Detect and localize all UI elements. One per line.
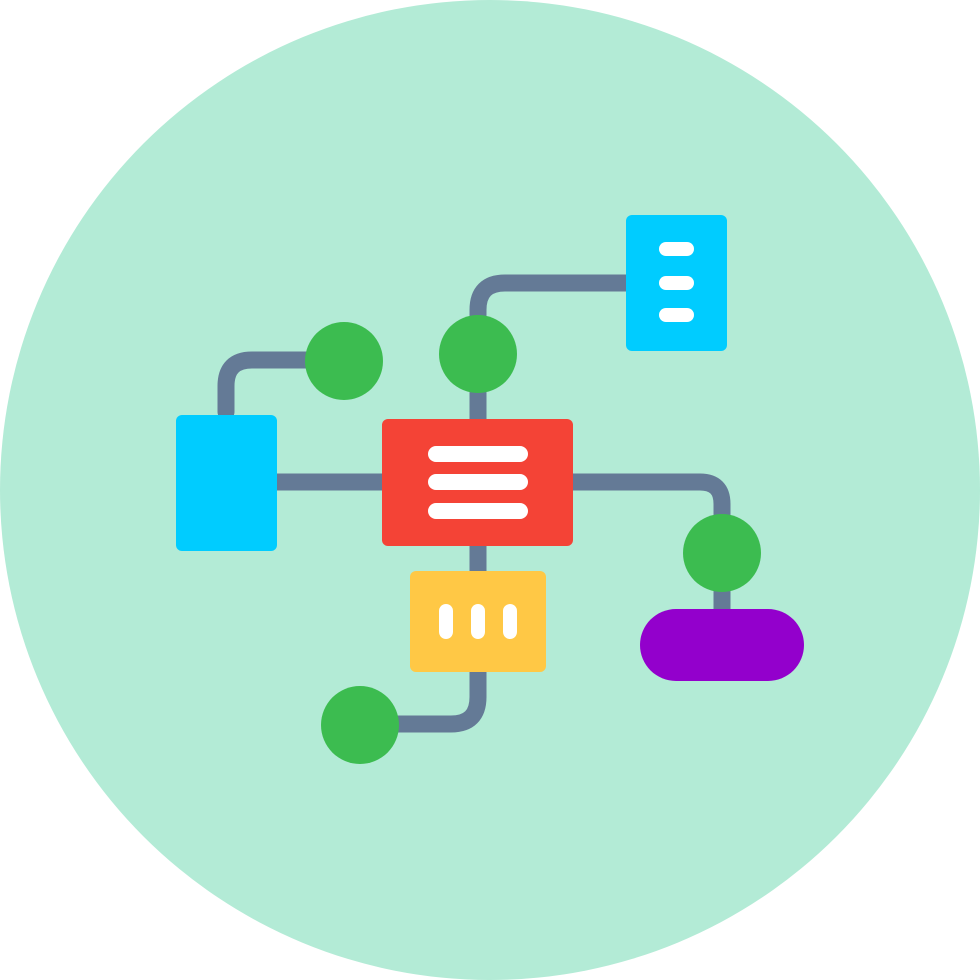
document-line	[659, 242, 694, 256]
connection-node	[683, 514, 761, 592]
document-line	[659, 308, 694, 322]
left-block	[176, 415, 277, 551]
connection-node	[321, 686, 399, 764]
connection-node	[439, 315, 517, 393]
terminal-pill	[640, 609, 804, 681]
sub-block-bar	[439, 604, 453, 639]
main-block-line	[428, 474, 528, 490]
bottom-sub-block	[410, 571, 546, 672]
connector-main-to-top-right	[469, 274, 637, 429]
connector-left-to-node	[217, 351, 321, 421]
connector-main-to-right-node	[563, 473, 731, 531]
sub-block-bar	[503, 604, 517, 639]
sub-block-bar	[471, 604, 485, 639]
connector-lines	[217, 274, 731, 733]
document-line	[659, 276, 694, 290]
connection-node	[305, 322, 383, 400]
main-process-block	[382, 419, 573, 546]
main-block-line	[428, 446, 528, 462]
top-right-document-block	[626, 215, 727, 351]
main-block-line	[428, 503, 528, 519]
connector-sub-to-bottom-node	[386, 661, 487, 733]
